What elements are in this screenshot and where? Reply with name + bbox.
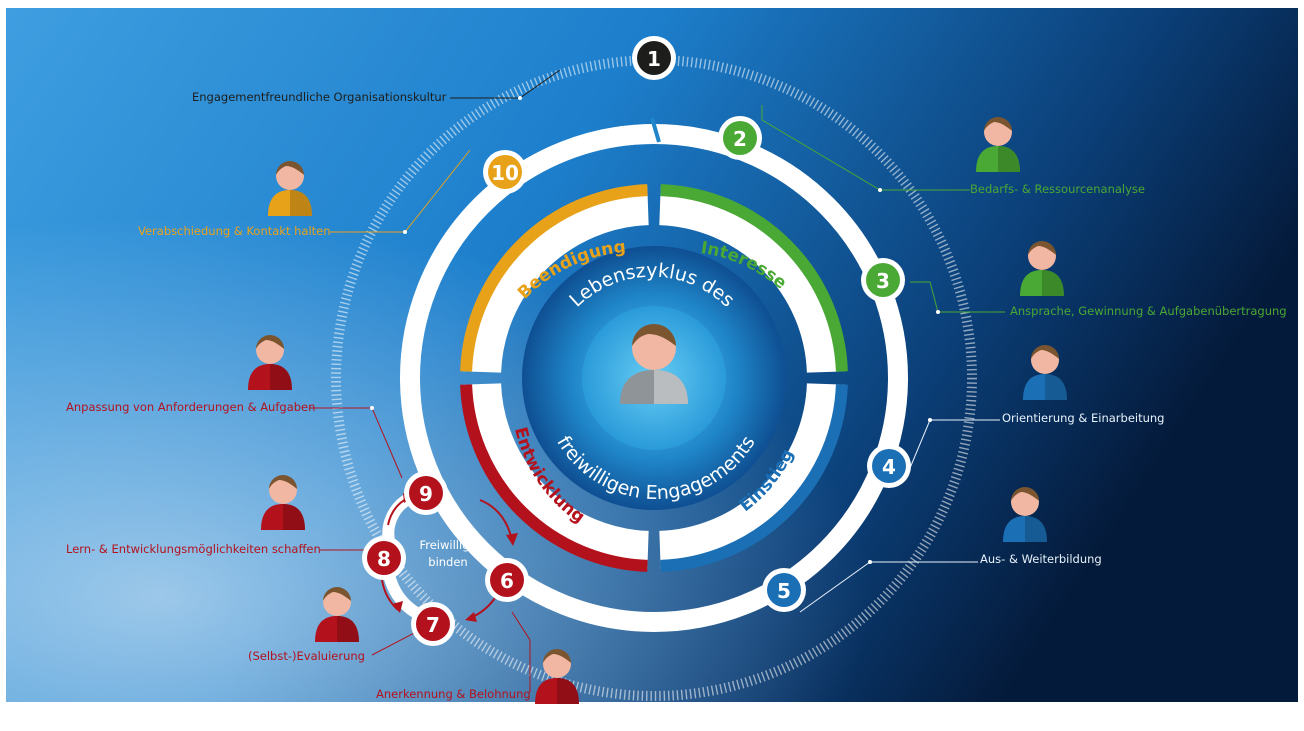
step-label-9: Anpassung von Anforderungen & Aufgaben xyxy=(66,400,315,414)
step-marker-1: 1 xyxy=(632,36,676,80)
person-figure-icon xyxy=(976,117,1020,172)
step-number-10: 10 xyxy=(491,161,519,185)
step-markers: 1 2 3 4 5 6 7 8 9 10 xyxy=(362,36,911,646)
person-icon xyxy=(620,324,688,404)
step-marker-4: 4 xyxy=(867,444,911,488)
outer-dotted-ring xyxy=(331,55,977,701)
retention-label-line1: Freiwillige xyxy=(419,538,476,552)
step-label-6: Anerkennung & Belohnung xyxy=(376,687,531,701)
phase-arc-beendigung xyxy=(460,184,648,372)
step-marker-7: 7 xyxy=(411,602,455,646)
white-outer-ring xyxy=(400,124,908,632)
step-marker-2: 2 xyxy=(718,116,762,160)
phase-arc-einstieg xyxy=(660,384,848,572)
step-label-2: Bedarfs- & Ressourcenanalyse xyxy=(970,182,1145,196)
step-marker-6: 6 xyxy=(485,558,529,602)
step-marker-8: 8 xyxy=(362,536,406,580)
person-figure-icon xyxy=(248,335,292,390)
step-label-10: Verabschiedung & Kontakt halten xyxy=(138,224,331,238)
arrowhead-icon xyxy=(465,612,477,622)
arrowhead-icon xyxy=(506,533,518,546)
step-label-1: Engagementfreundliche Organisationskultu… xyxy=(192,90,447,104)
step-marker-10: 10 xyxy=(483,150,527,194)
step-label-3: Ansprache, Gewinnung & Aufgabenübertragu… xyxy=(1010,304,1287,318)
step-number-1: 1 xyxy=(647,47,661,71)
phase-arc-einstieg-backing xyxy=(658,382,845,569)
phase-arc-beendigung-backing xyxy=(463,187,650,374)
person-figure-icon xyxy=(268,161,312,216)
phase-arc-entwicklung xyxy=(460,384,648,572)
connector-dots xyxy=(370,96,940,564)
step-number-5: 5 xyxy=(777,579,791,603)
ring-gap xyxy=(650,117,661,143)
step-number-7: 7 xyxy=(426,613,440,637)
person-figure-icon xyxy=(1020,241,1064,296)
step-number-6: 6 xyxy=(500,569,514,593)
step-number-3: 3 xyxy=(876,269,890,293)
person-figure-icon xyxy=(315,587,359,642)
person-figures xyxy=(248,117,1067,704)
step-number-2: 2 xyxy=(733,127,747,151)
step-label-5: Aus- & Weiterbildung xyxy=(980,552,1102,566)
person-figure-icon xyxy=(1023,345,1067,400)
phase-arcs xyxy=(460,184,848,572)
phase-arc-entwicklung-backing xyxy=(463,382,650,569)
arrowhead-icon xyxy=(392,601,403,613)
step-number-9: 9 xyxy=(419,482,433,506)
person-figure-icon xyxy=(535,649,579,704)
person-figure-icon xyxy=(1003,487,1047,542)
person-figure-icon xyxy=(261,475,305,530)
step-marker-5: 5 xyxy=(762,568,806,612)
step-label-8: Lern- & Entwicklungsmöglichkeiten schaff… xyxy=(66,542,321,556)
step-marker-9: 9 xyxy=(404,471,448,515)
phase-arc-interesse xyxy=(660,184,848,372)
retention-label-line2: binden xyxy=(428,555,467,569)
step-label-7: (Selbst-)Evaluierung xyxy=(248,649,365,663)
step-label-4: Orientierung & Einarbeitung xyxy=(1002,411,1164,425)
step-marker-3: 3 xyxy=(861,258,905,302)
step-number-4: 4 xyxy=(882,455,896,479)
phase-arc-interesse-backing xyxy=(658,187,845,374)
step-number-8: 8 xyxy=(377,547,391,571)
